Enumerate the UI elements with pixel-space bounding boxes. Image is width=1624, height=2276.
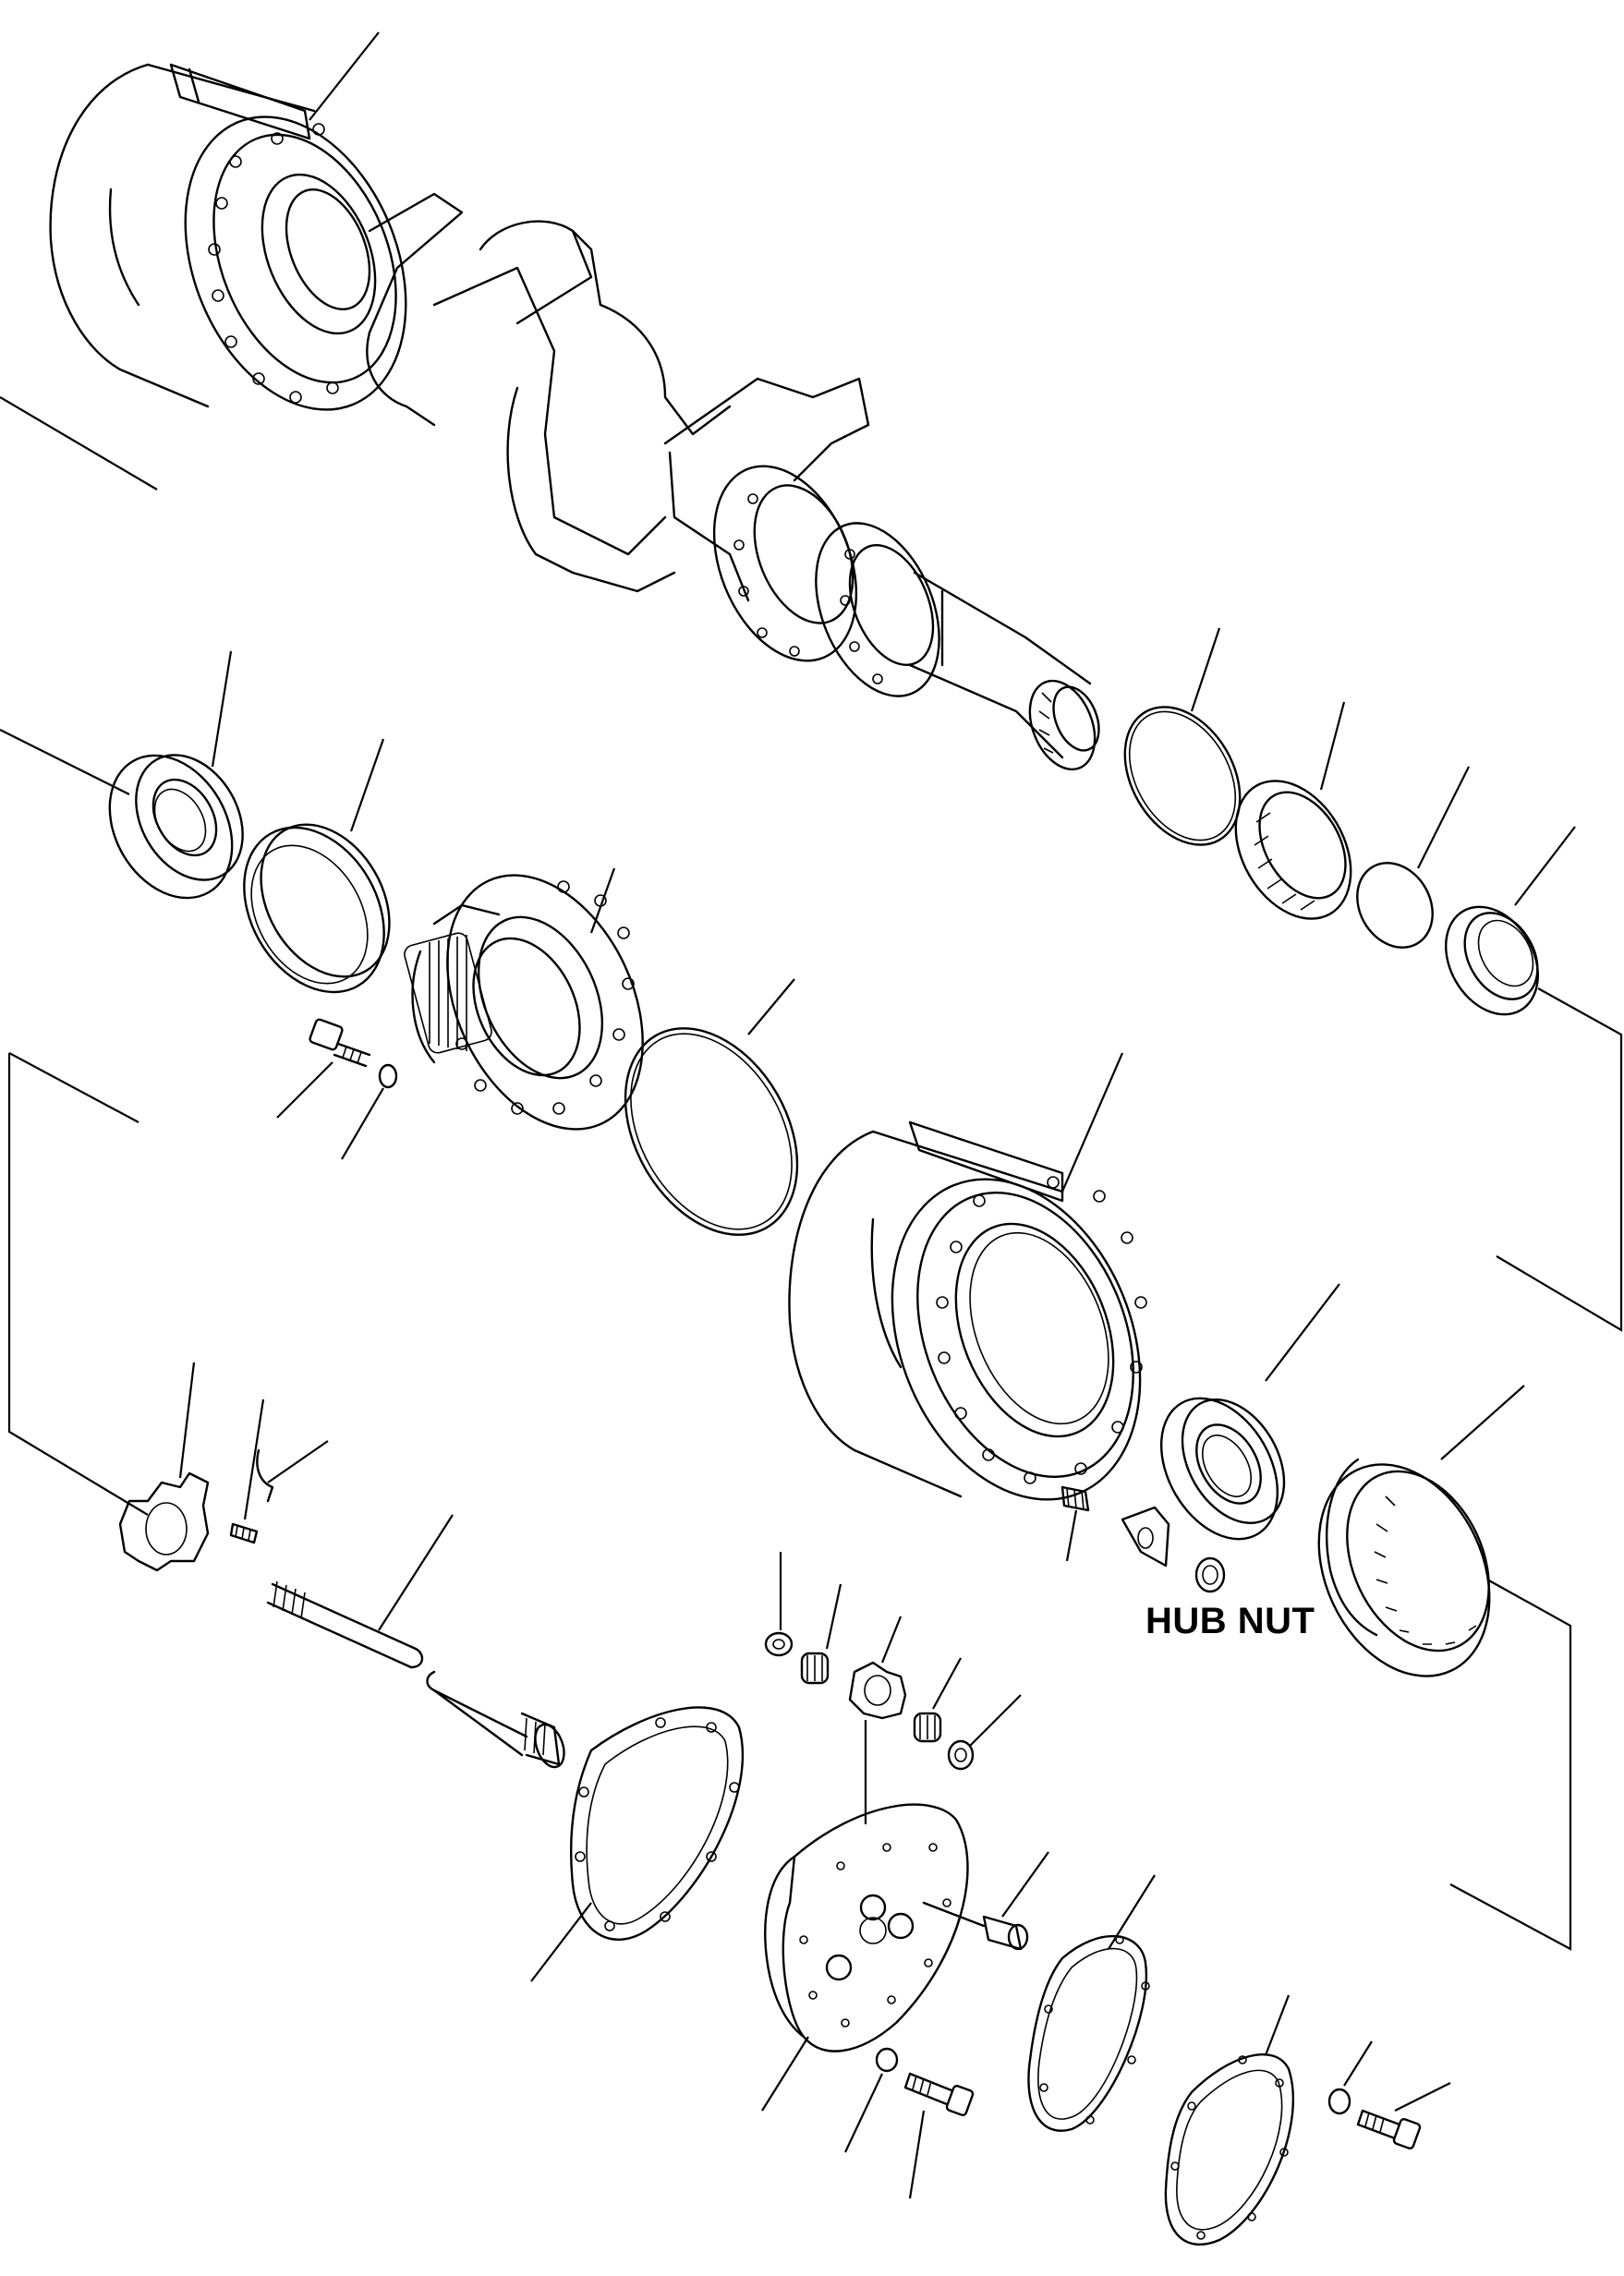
cotter-pin xyxy=(256,1448,274,1503)
axle-housing-assembly xyxy=(49,63,1100,771)
leader-washer-bottom-1 xyxy=(844,2073,883,2153)
lock-plate xyxy=(1121,1506,1170,1568)
bearing-2 xyxy=(1234,780,1352,920)
leader-carrier xyxy=(1060,1052,1124,1192)
planet-carrier xyxy=(764,1803,969,2052)
cover-plate xyxy=(1164,2053,1294,2246)
leader-gasket-small xyxy=(1108,1874,1156,1950)
bracket-right-upper xyxy=(1496,987,1623,1332)
o-ring-large xyxy=(624,1027,799,1236)
leader-hub xyxy=(589,867,616,934)
leader-hub-bolt xyxy=(276,1061,333,1119)
leader-race xyxy=(349,738,385,832)
washer-bottom-1 xyxy=(875,2047,899,2073)
leader-cover-plate xyxy=(1264,1994,1291,2056)
leader-ring-gear xyxy=(1440,1385,1525,1460)
leader-shim xyxy=(1417,766,1470,869)
gasket-large xyxy=(569,1706,745,1941)
leader-washer-bottom-2 xyxy=(1343,2040,1373,2087)
leader-planet-pin xyxy=(1001,1851,1049,1918)
leader-o-ring xyxy=(747,978,795,1035)
bolt-bottom-1 xyxy=(903,2072,975,2116)
castle-nut xyxy=(118,1471,210,1572)
bearing-race xyxy=(243,823,391,994)
leader-bolt-bottom-2 xyxy=(1394,2082,1451,2112)
washer-bottom-2 xyxy=(1327,2088,1351,2115)
gasket-small xyxy=(1027,1935,1150,2132)
flange-bolt-holes xyxy=(208,123,339,404)
planet-pin xyxy=(922,1901,1029,1951)
leader-small-bolt xyxy=(243,1398,265,1520)
bearing-3 xyxy=(1159,1397,1286,1541)
o-ring-small xyxy=(1123,706,1242,846)
small-bolt xyxy=(229,1522,259,1544)
right-flange-holes xyxy=(733,493,883,684)
leader-needle-bearing-1 xyxy=(825,1583,842,1650)
thrust-washer-2 xyxy=(947,1739,975,1771)
needle-bearing-2 xyxy=(913,1712,942,1743)
leader-hub-washer xyxy=(341,1087,384,1160)
bolt-bottom-2 xyxy=(1356,2109,1422,2149)
bracket-right-lower xyxy=(1449,1579,1572,1951)
leader-axle-shaft xyxy=(378,1514,454,1631)
leader-bolt-bottom-1 xyxy=(908,2110,926,2199)
leader-seal xyxy=(1514,826,1576,906)
leader-castle-nut xyxy=(178,1362,196,1479)
bracket-left-lower-top xyxy=(8,1052,139,1123)
needle-bearing-1 xyxy=(800,1652,830,1685)
leader-bearing-2 xyxy=(1319,701,1346,791)
leader-bearing-3 xyxy=(1265,1283,1340,1382)
hub-nut-label: HUB NUT xyxy=(1145,1601,1315,1641)
thrust-washer-1 xyxy=(764,1631,794,1657)
oil-seal xyxy=(1445,905,1539,1016)
axle-shaft xyxy=(266,1580,565,1769)
leader-thrust-washer-2 xyxy=(969,1694,1022,1747)
hub-bolt xyxy=(309,1018,371,1068)
stud xyxy=(1060,1485,1090,1512)
leader-planet-carrier xyxy=(761,2036,809,2112)
ring-gear xyxy=(1317,1458,1491,1677)
hub-washer xyxy=(378,1063,398,1089)
bracket-left-lower xyxy=(7,1053,149,1516)
planet-gear xyxy=(848,1661,907,1720)
leader-housing xyxy=(309,31,380,121)
leader-cotter-pin xyxy=(267,1440,329,1483)
leader-stud xyxy=(1065,1509,1078,1562)
hub-nut xyxy=(1194,1556,1226,1593)
leader-needle-bearing-2 xyxy=(932,1657,962,1710)
leader-o-ring-small xyxy=(1190,627,1221,712)
shim-disc xyxy=(1356,862,1434,949)
wheel-hub xyxy=(404,874,644,1131)
leader-planet-gear xyxy=(880,1616,903,1664)
bracket-upper-lower xyxy=(0,729,130,795)
carrier-bolt-holes xyxy=(936,1176,1147,1484)
leader-bearing-1 xyxy=(211,650,233,768)
bracket-upper xyxy=(0,396,158,490)
bearing-1 xyxy=(108,754,244,900)
carrier-drum xyxy=(788,1120,1147,1501)
leader-gasket-large xyxy=(530,1902,592,1982)
